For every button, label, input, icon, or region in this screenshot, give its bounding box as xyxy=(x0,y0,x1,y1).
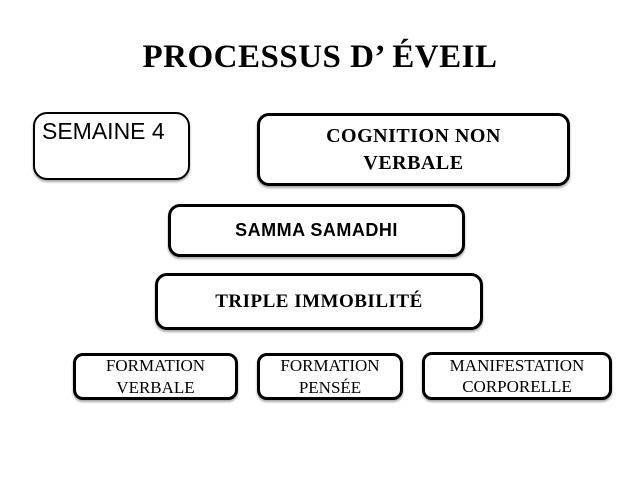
box-manifestation-corporelle: MANIFESTATION CORPORELLE xyxy=(422,352,612,400)
box-samma-samadhi: SAMMA SAMADHI xyxy=(168,204,465,257)
box-label: FORMATION VERBALE xyxy=(105,356,206,397)
box-label: SAMMA SAMADHI xyxy=(235,220,398,240)
box-label: TRIPLE IMMOBILITÉ xyxy=(215,290,423,312)
box-label: MANIFESTATION CORPORELLE xyxy=(449,355,585,396)
box-label: FORMATION PENSÉE xyxy=(280,356,380,397)
slide-title: PROCESSUS D’ ÉVEIL xyxy=(142,39,498,75)
box-label: COGNITION NON VERBALE xyxy=(326,124,501,174)
box-formation-pensee: FORMATION PENSÉE xyxy=(257,353,403,400)
box-triple-immobilite: TRIPLE IMMOBILITÉ xyxy=(155,273,483,330)
box-formation-verbale: FORMATION VERBALE xyxy=(73,353,238,400)
box-semaine-4: SEMAINE 4 xyxy=(33,112,190,180)
box-cognition-non-verbale: COGNITION NON VERBALE xyxy=(257,113,570,186)
box-label: SEMAINE 4 xyxy=(42,118,165,144)
